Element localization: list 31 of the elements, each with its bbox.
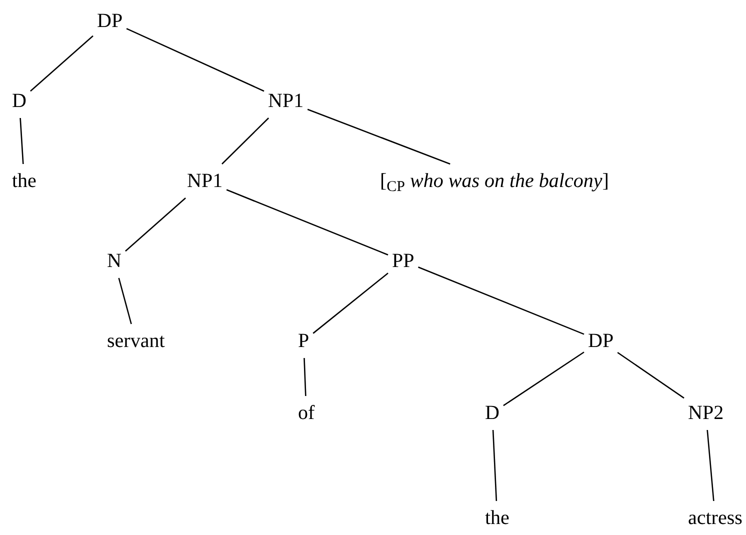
tree-node-label: of — [294, 396, 319, 430]
tree-branch-line — [126, 28, 264, 92]
tree-branch-line — [617, 352, 684, 399]
tree-branch-line — [706, 430, 714, 502]
tree-branch-line — [226, 189, 388, 256]
tree-node-label: PP — [388, 244, 418, 278]
tree-branch-line — [304, 358, 306, 396]
tree-node-label: actress — [684, 501, 746, 535]
tree-branch-line — [125, 198, 186, 252]
tree-node-label: D — [8, 84, 30, 118]
tree-branch-line — [118, 278, 132, 324]
tree-branch-line — [307, 108, 450, 165]
tree-node-label: P — [294, 324, 314, 358]
tree-node-label: DP — [93, 4, 127, 38]
tree-node-label: DP — [584, 324, 618, 358]
tree-branch-line — [222, 118, 270, 164]
tree-node-label: the — [481, 501, 514, 535]
tree-branch-line — [20, 118, 24, 164]
tree-node-label: D — [481, 396, 504, 430]
tree-branch-line — [492, 430, 498, 502]
tree-branch-line — [312, 272, 388, 334]
tree-node-label: NP2 — [684, 396, 728, 430]
tree-node-label: servant — [103, 324, 169, 358]
tree-node-label: [$_{CP}$ who was on the balcony] — [376, 164, 613, 198]
tree-branch-line — [418, 266, 584, 335]
tree-node-label: NP1 — [183, 164, 227, 198]
tree-branch-line — [503, 352, 584, 406]
tree-node-label: N — [103, 244, 126, 278]
tree-node-label: the — [8, 164, 40, 198]
tree-branch-line — [30, 35, 94, 92]
tree-node-label: NP1 — [264, 84, 308, 118]
